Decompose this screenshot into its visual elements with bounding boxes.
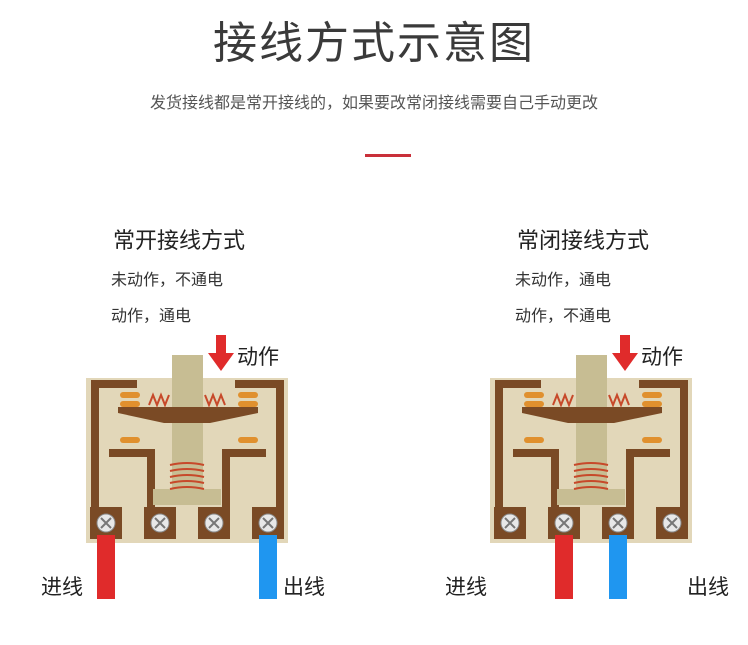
diagram-note-idle: 未动作，通电 <box>515 270 612 289</box>
contact-tl-1 <box>524 392 544 398</box>
screw-icon <box>96 513 116 533</box>
contact-bridge <box>522 407 662 423</box>
screw-icon <box>500 513 520 533</box>
screw-icon <box>662 513 682 533</box>
screw-icon <box>204 513 224 533</box>
contact-tr-1 <box>238 392 258 398</box>
relay-frame-left <box>91 380 137 507</box>
relay-lead-2 <box>513 449 559 508</box>
contact-tr-2 <box>642 401 662 407</box>
diagram-note-idle: 未动作，不通电 <box>111 270 224 289</box>
output-wire-label: 出线 <box>283 575 325 599</box>
contact-bl <box>524 437 544 443</box>
relay-frame-left <box>495 380 541 507</box>
terminal-screws <box>96 513 278 533</box>
spring-left <box>148 392 170 408</box>
relay-frame-right <box>639 380 688 507</box>
output-wire <box>259 535 277 599</box>
diagram-title: 常开接线方式 <box>113 229 246 254</box>
contact-bl <box>120 437 140 443</box>
plunger-base <box>557 489 625 505</box>
contact-tl-1 <box>120 392 140 398</box>
normally-closed-diagram: 常闭接线方式 未动作，通电 动作，不通电 <box>444 225 748 615</box>
relay-svg <box>86 335 288 599</box>
plunger-base <box>153 489 221 505</box>
spring-center <box>169 462 205 490</box>
contact-bridge <box>118 407 258 423</box>
arrow-down-icon <box>612 335 638 371</box>
relay-lead-2 <box>109 449 155 508</box>
output-wire-label: 出线 <box>687 575 729 599</box>
spring-right <box>204 392 226 408</box>
terminal-screws <box>500 513 682 533</box>
input-wire <box>97 535 115 599</box>
spring-right <box>608 392 630 408</box>
relay-drawing <box>490 335 692 599</box>
normally-open-diagram: 常开接线方式 未动作，不通电 动作，通电 <box>40 225 370 615</box>
page-subtitle: 发货接线都是常开接线的，如果要改常闭接线需要自己手动更改 <box>149 93 598 112</box>
input-wire-label: 进线 <box>41 575 83 599</box>
input-wire <box>555 535 573 599</box>
spring-left <box>552 392 574 408</box>
diagram-note-active: 动作，通电 <box>111 306 192 325</box>
contact-tr-2 <box>238 401 258 407</box>
relay-svg <box>490 335 692 599</box>
screw-icon <box>150 513 170 533</box>
relay-lead-3 <box>626 449 670 508</box>
screw-icon <box>258 513 278 533</box>
contact-br <box>642 437 662 443</box>
screw-icon <box>554 513 574 533</box>
diagram-note-active: 动作，不通电 <box>515 306 612 325</box>
page-title: 接线方式示意图 <box>213 18 535 69</box>
input-wire-label: 进线 <box>445 575 487 599</box>
contact-br <box>238 437 258 443</box>
contact-tl-2 <box>120 401 140 407</box>
action-label: 动作 <box>237 345 279 369</box>
title-divider <box>365 154 411 157</box>
relay-drawing <box>86 335 288 599</box>
diagram-title: 常闭接线方式 <box>517 229 650 254</box>
arrow-down-icon <box>208 335 234 371</box>
action-label: 动作 <box>641 345 683 369</box>
spring-center <box>573 462 609 490</box>
contact-tr-1 <box>642 392 662 398</box>
output-wire <box>609 535 627 599</box>
screw-icon <box>608 513 628 533</box>
contact-tl-2 <box>524 401 544 407</box>
relay-lead-3 <box>222 449 266 508</box>
relay-frame-right <box>235 380 284 507</box>
